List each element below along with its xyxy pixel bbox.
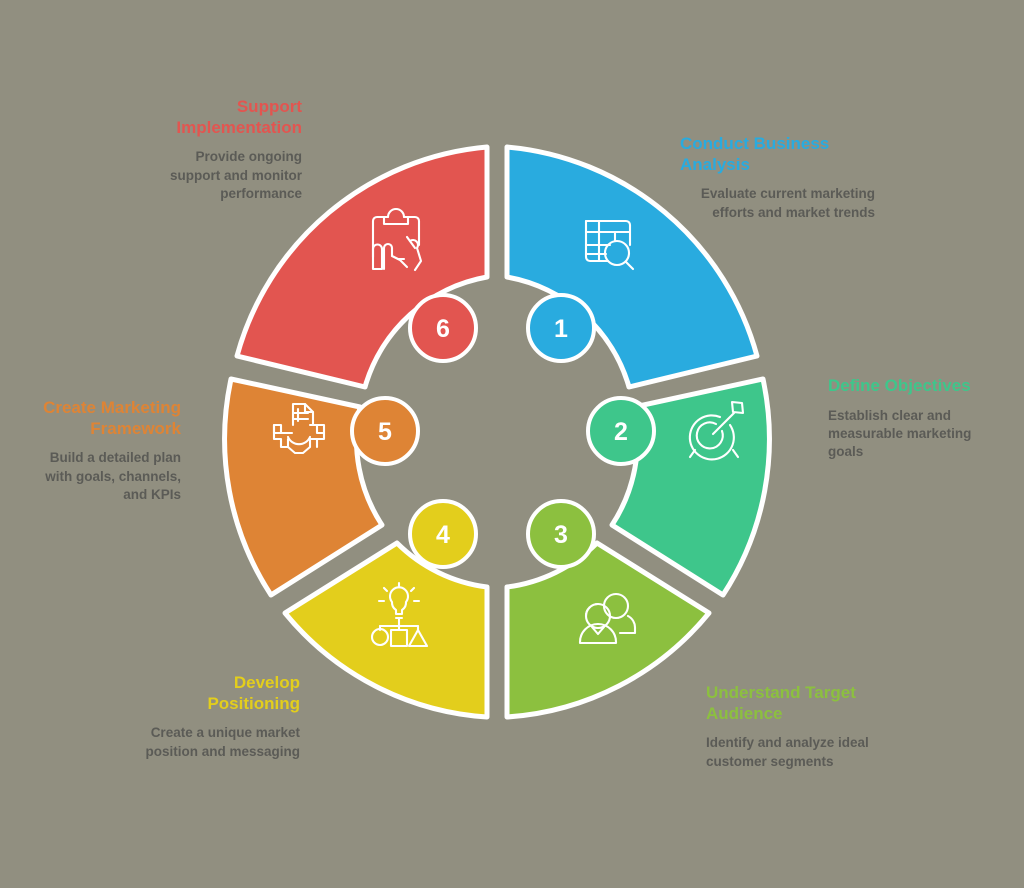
badge-6-number: 6 [436,315,450,343]
label-step-6: Support Implementation Provide ongoing s… [150,97,302,203]
label-step-5: Create Marketing Framework Build a detai… [26,398,181,504]
label-step-4: Develop Positioning Create a unique mark… [140,673,300,761]
badge-1-number: 1 [554,315,568,343]
step-2-title: Define Objectives [828,376,971,395]
target-arrow-icon [688,400,745,461]
lightbulb-hierarchy-icon [370,581,429,648]
badge-1[interactable]: 1 [526,293,596,363]
people-group-icon [578,592,637,645]
badge-5-number: 5 [378,418,392,446]
clipboard-hands-icon [371,208,423,272]
badge-2[interactable]: 2 [586,396,656,466]
step-1-title: Conduct Business Analysis [680,134,830,174]
label-step-2: Define Objectives Establish clear and me… [828,376,1008,461]
step-4-description: Create a unique market position and mess… [145,725,300,759]
badge-4-number: 4 [436,521,450,549]
step-6-title: Support Implementation [176,97,302,137]
step-4-title: Develop Positioning [207,673,300,713]
badge-2-number: 2 [614,418,628,446]
step-3-title: Understand Target Audience [706,683,856,723]
segment-4[interactable] [282,540,490,720]
step-3-description: Identify and analyze ideal customer segm… [706,735,869,769]
badge-3[interactable]: 3 [526,499,596,569]
segment-6[interactable] [234,144,490,390]
badge-6[interactable]: 6 [408,293,478,363]
badge-3-number: 3 [554,521,568,549]
step-6-description: Provide ongoing support and monitor perf… [170,149,302,201]
badge-5[interactable]: 5 [350,396,420,466]
step-5-description: Build a detailed plan with goals, channe… [45,450,181,502]
step-1-description: Evaluate current marketing efforts and m… [700,186,875,220]
step-5-title: Create Marketing Framework [43,398,181,438]
badge-4[interactable]: 4 [408,499,478,569]
step-2-description: Establish clear and measurable marketing… [828,407,972,460]
gear-document-icon [272,402,326,455]
segment-5[interactable] [222,376,385,598]
label-step-1: Conduct Business Analysis Evaluate curre… [680,134,875,222]
table-search-icon [584,219,635,271]
label-step-3: Understand Target Audience Identify and … [706,683,876,771]
